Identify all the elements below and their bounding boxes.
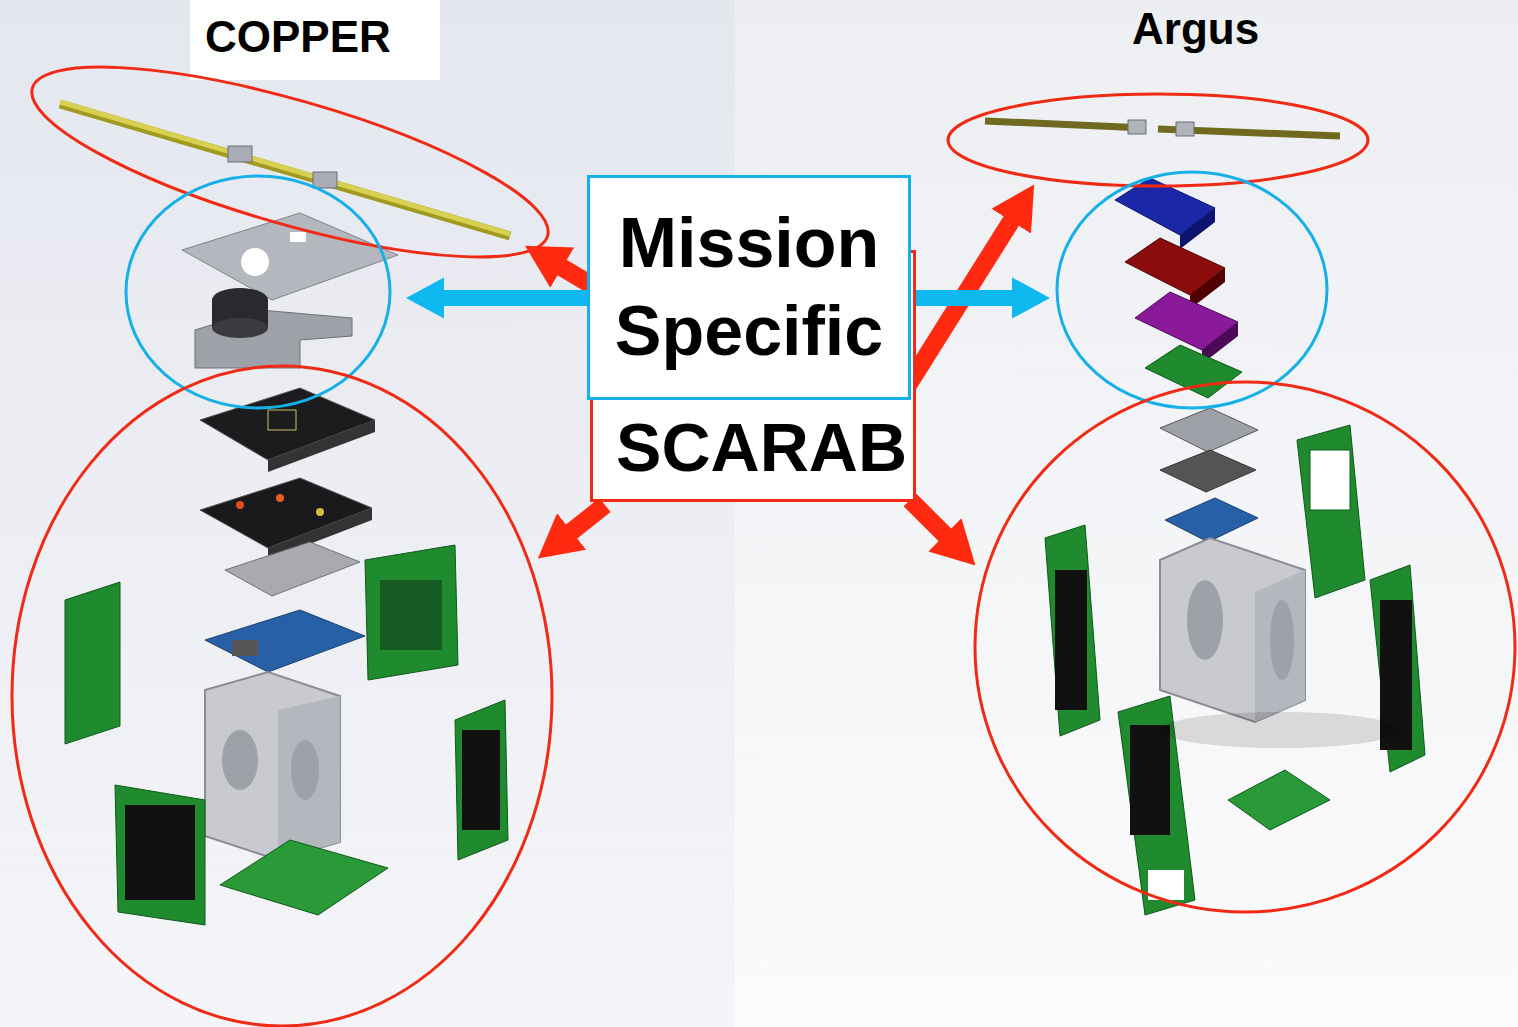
column-heading: Argus (1132, 4, 1259, 54)
text-box: Mission Specific (587, 175, 911, 400)
box-text: SCARAB (616, 410, 907, 485)
box-text: Mission Specific (596, 200, 902, 375)
column-heading: COPPER (205, 12, 391, 62)
